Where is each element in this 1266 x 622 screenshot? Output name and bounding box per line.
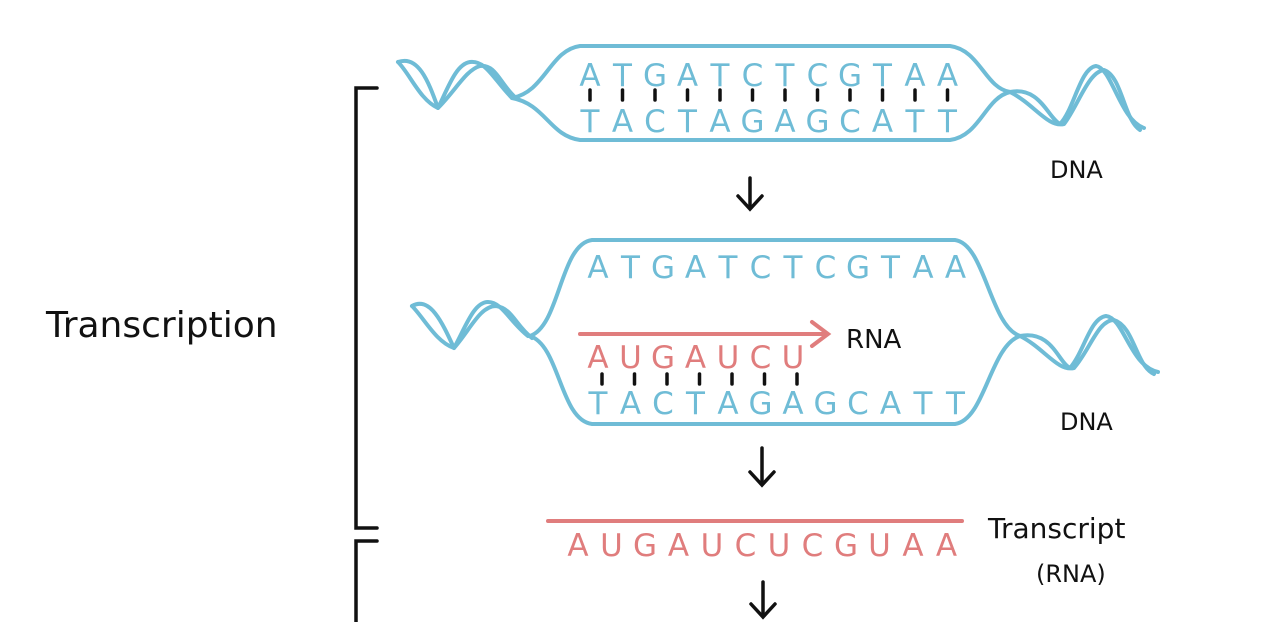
transcript-base-4: A: [668, 528, 689, 564]
transcript-base-8: C: [802, 528, 824, 564]
mid-template-base-11: T: [913, 386, 934, 422]
rna-dna-base-pairs: [600, 372, 799, 386]
transcription-bracket: [354, 86, 379, 530]
dna-middle-label: DNA: [1060, 408, 1113, 436]
transcript-base-5: U: [701, 528, 724, 564]
top-coding-base-8: C: [807, 58, 829, 94]
mid-coding-base-4: A: [685, 250, 706, 286]
top-coding-base-7: T: [775, 58, 796, 94]
top-coding-base-2: T: [612, 58, 633, 94]
dna-top-left-helix-2: [396, 60, 518, 110]
transcript-base-1: A: [567, 528, 588, 564]
top-template-base-10: A: [872, 104, 893, 140]
transcript-base-9: G: [834, 528, 858, 564]
mid-rna-base-6: C: [750, 340, 772, 376]
mid-rna-base-3: G: [651, 340, 675, 376]
dna-top-right-helix-2: [1008, 68, 1142, 132]
mid-rna-base-4: A: [685, 340, 706, 376]
top-template-base-7: A: [774, 104, 795, 140]
mid-coding-base-3: G: [651, 250, 675, 286]
top-coding-base-4: A: [677, 58, 698, 94]
transcript-label: Transcript: [987, 512, 1125, 545]
top-template-base-6: G: [740, 104, 764, 140]
transcript-base-12: A: [936, 528, 957, 564]
mid-coding-base-8: C: [815, 250, 837, 286]
dna-mid-right-helix-2: [1018, 318, 1156, 376]
dna-top-label: DNA: [1050, 156, 1103, 184]
mid-template-base-6: G: [748, 386, 772, 422]
mid-template-base-5: A: [717, 386, 738, 422]
dna-mid-left-helix: [410, 300, 530, 350]
mid-coding-base-11: A: [912, 250, 933, 286]
next-section-bracket: [354, 539, 379, 622]
arrow-down-2-icon: [748, 446, 776, 488]
transcript-base-3: G: [633, 528, 657, 564]
dna-mid-left-helix-2: [410, 304, 534, 350]
mid-template-base-10: A: [880, 386, 901, 422]
mid-rna-base-2: U: [619, 340, 642, 376]
mid-template-base-1: T: [588, 386, 609, 422]
mid-coding-base-9: G: [846, 250, 870, 286]
top-template-base-11: T: [905, 104, 926, 140]
dna-middle-molecule: [410, 238, 1160, 426]
arrow-down-1-icon: [736, 176, 764, 212]
mid-coding-base-7: T: [783, 250, 804, 286]
top-template-base-8: G: [805, 104, 829, 140]
arrow-down-3-icon: [749, 580, 777, 620]
rna-synthesis-arrow-icon: [578, 320, 832, 348]
top-template-base-9: C: [839, 104, 861, 140]
dna-top-right-helix: [1008, 64, 1146, 130]
top-template-base-4: T: [677, 104, 698, 140]
mid-coding-base-6: C: [750, 250, 772, 286]
mid-template-base-3: C: [652, 386, 674, 422]
mid-rna-base-7: U: [782, 340, 805, 376]
transcript-base-11: A: [902, 528, 923, 564]
mid-template-base-12: T: [945, 386, 966, 422]
transcript-sublabel: (RNA): [1036, 560, 1106, 588]
rna-arrow-label: RNA: [846, 325, 902, 355]
dna-top-left-helix: [396, 58, 514, 110]
mid-template-base-9: C: [847, 386, 869, 422]
top-coding-base-10: T: [872, 58, 893, 94]
mid-coding-base-2: T: [620, 250, 641, 286]
top-template-base-12: T: [937, 104, 958, 140]
transcript-base-6: C: [735, 528, 757, 564]
top-coding-base-5: T: [710, 58, 731, 94]
mid-rna-base-1: A: [587, 340, 608, 376]
mid-rna-base-5: U: [717, 340, 740, 376]
top-template-base-2: A: [612, 104, 633, 140]
top-coding-base-9: G: [838, 58, 862, 94]
mid-template-base-2: A: [620, 386, 641, 422]
mid-template-base-7: A: [782, 386, 803, 422]
top-template-base-5: A: [709, 104, 730, 140]
dna-top-base-pairs: [588, 88, 950, 102]
top-coding-base-3: G: [643, 58, 667, 94]
dna-top-molecule: [396, 44, 1146, 142]
top-template-base-3: C: [644, 104, 666, 140]
top-coding-base-1: A: [579, 58, 600, 94]
top-coding-base-12: A: [937, 58, 958, 94]
dna-mid-right-helix: [1018, 314, 1160, 374]
top-coding-base-11: A: [904, 58, 925, 94]
mid-template-base-8: G: [813, 386, 837, 422]
top-coding-base-6: C: [742, 58, 764, 94]
top-template-base-1: T: [580, 104, 601, 140]
mid-template-base-4: T: [685, 386, 706, 422]
mid-coding-base-1: A: [587, 250, 608, 286]
transcript-base-10: U: [868, 528, 891, 564]
transcript-base-7: U: [768, 528, 791, 564]
mid-coding-base-10: T: [880, 250, 901, 286]
mid-coding-base-12: A: [945, 250, 966, 286]
transcript-base-2: U: [600, 528, 623, 564]
transcription-label: Transcription: [45, 305, 278, 346]
mid-coding-base-5: T: [718, 250, 739, 286]
